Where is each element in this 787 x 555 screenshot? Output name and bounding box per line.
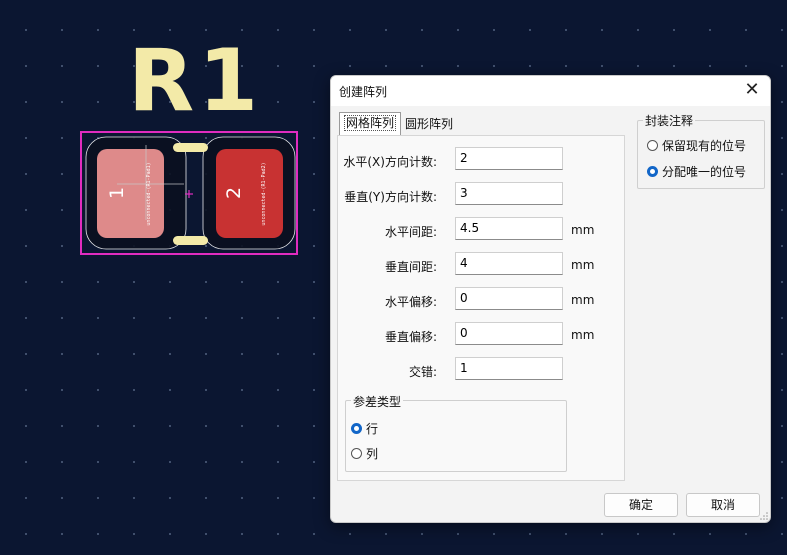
cancel-button[interactable]: 取消 <box>686 493 760 517</box>
y-offset-label: 垂直偏移: <box>384 330 437 344</box>
y-offset-unit: mm <box>571 328 595 342</box>
create-array-dialog: 创建阵列 ✕ 网格阵列 圆形阵列 水平(X)方向计数: 垂直(Y)方向计数: 水… <box>330 75 771 523</box>
x-count-label: 水平(X)方向计数: <box>343 155 437 169</box>
selection-box <box>80 131 298 255</box>
keep-refs-label: 保留现有的位号 <box>662 139 747 153</box>
tab-circular-array-label: 圆形阵列 <box>405 117 454 131</box>
pad2-net-name: unconnected-(R1-Pad2) <box>261 162 267 226</box>
pad-1 <box>97 149 164 238</box>
stagger-rows-option[interactable]: 行 <box>351 420 378 437</box>
stagger-label: 交错: <box>408 365 437 379</box>
tab-grid-array[interactable]: 网格阵列 <box>339 112 402 135</box>
x-offset-label: 水平偏移: <box>384 295 437 309</box>
annotation-box <box>637 120 765 189</box>
pad1-net-name: unconnected-(R1-Pad1) <box>146 162 152 226</box>
y-spacing-label: 垂直间距: <box>384 260 437 274</box>
stagger-type-box <box>345 400 567 472</box>
stagger-columns-option[interactable]: 列 <box>351 445 378 462</box>
radio-keep-refs[interactable] <box>647 140 658 151</box>
stagger-type-title: 参差类型 <box>351 393 404 410</box>
unique-refs-label: 分配唯一的位号 <box>662 165 747 179</box>
radio-rows[interactable] <box>351 423 362 434</box>
y-offset-input[interactable] <box>455 322 563 345</box>
stagger-input[interactable] <box>455 357 563 380</box>
x-spacing-input[interactable] <box>455 217 563 240</box>
annotation-title: 封装注释 <box>643 112 696 129</box>
silk-bar-bottom <box>173 236 208 245</box>
x-spacing-unit: mm <box>571 223 595 237</box>
tab-grid-array-label: 网格阵列 <box>344 115 397 131</box>
reference-designator[interactable]: R1 <box>128 31 263 131</box>
stagger-columns-label: 列 <box>366 447 379 461</box>
pad-2 <box>216 149 283 238</box>
radio-columns[interactable] <box>351 448 362 459</box>
stagger-rows-label: 行 <box>366 422 379 436</box>
resize-grip-icon[interactable] <box>760 512 768 520</box>
ok-button[interactable]: 确定 <box>604 493 678 517</box>
pad2-number: 2 <box>223 186 245 200</box>
silk-bar-top <box>173 143 208 152</box>
x-spacing-label: 水平间距: <box>384 225 437 239</box>
close-icon[interactable]: ✕ <box>744 79 760 100</box>
unique-refs-option[interactable]: 分配唯一的位号 <box>647 163 746 180</box>
radio-unique-refs[interactable] <box>647 166 658 177</box>
y-count-input[interactable] <box>455 182 563 205</box>
y-spacing-unit: mm <box>571 258 595 272</box>
y-count-label: 垂直(Y)方向计数: <box>344 190 437 204</box>
dialog-titlebar[interactable]: 创建阵列 ✕ <box>331 76 770 106</box>
keep-refs-option[interactable]: 保留现有的位号 <box>647 137 746 154</box>
x-offset-unit: mm <box>571 293 595 307</box>
pad1-number: 1 <box>106 186 128 200</box>
dialog-title: 创建阵列 <box>339 85 388 99</box>
x-offset-input[interactable] <box>455 287 563 310</box>
tab-circular-array[interactable]: 圆形阵列 <box>401 114 457 134</box>
x-count-input[interactable] <box>455 147 563 170</box>
y-spacing-input[interactable] <box>455 252 563 275</box>
